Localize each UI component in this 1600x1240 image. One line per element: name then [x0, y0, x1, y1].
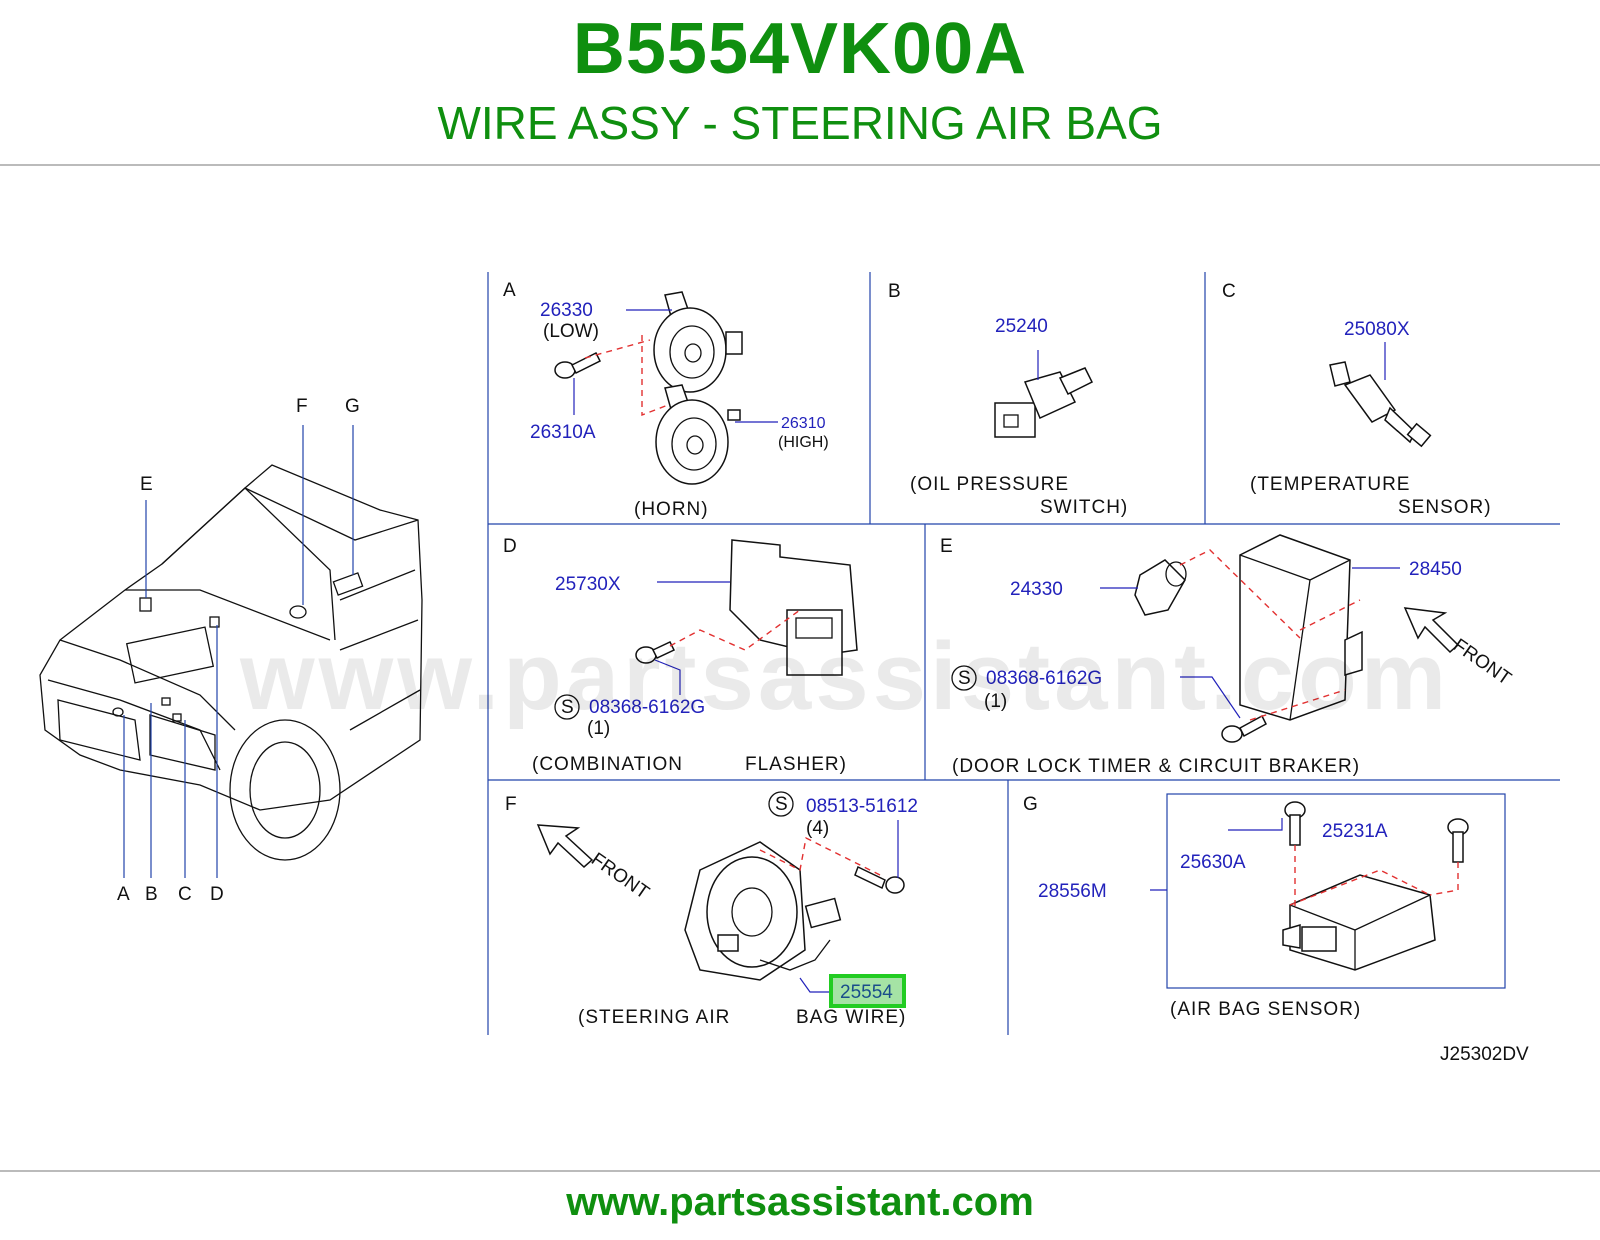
- flasher-bracket-part: [635, 539, 858, 676]
- section-a-letter: A: [503, 280, 516, 301]
- part-number-title: B5554VK00A: [572, 9, 1028, 89]
- section-b-oil-pressure-switch: B 25240 (OIL PRESSURE SWITCH): [888, 281, 1128, 518]
- s-mark-e: S: [958, 668, 971, 689]
- part-25554-label[interactable]: 25554: [840, 982, 893, 1003]
- vehicle-label-c: C: [178, 884, 192, 905]
- section-g-caption: (AIR BAG SENSOR): [1170, 999, 1361, 1020]
- part-26330-note: (LOW): [543, 321, 599, 342]
- section-e-caption: (DOOR LOCK TIMER & CIRCUIT BRAKER): [952, 756, 1360, 777]
- screw-e-part: [1221, 714, 1267, 743]
- air-bag-sensor-part: [1282, 801, 1469, 971]
- section-d-caption-1: (COMBINATION: [532, 754, 683, 775]
- part-08368-6162g-d-qty: (1): [587, 718, 610, 739]
- section-b-caption-1: (OIL PRESSURE: [910, 474, 1069, 495]
- s-mark-f: S: [775, 794, 788, 815]
- vehicle-label-d: D: [210, 884, 224, 905]
- header-divider: [0, 164, 1600, 166]
- part-26330-label: 26330: [540, 300, 593, 321]
- section-c-temperature-sensor: C 25080X (TEMPERATURE SENSOR): [1222, 281, 1492, 518]
- section-a-caption: (HORN): [634, 499, 709, 520]
- section-c-caption-2: SENSOR): [1398, 497, 1492, 518]
- part-25080x-label: 25080X: [1344, 319, 1410, 340]
- section-d-letter: D: [503, 536, 517, 557]
- section-f-caption-1: (STEERING AIR: [578, 1007, 730, 1028]
- part-25231a-label: 25231A: [1322, 821, 1388, 842]
- page-header: B5554VK00A WIRE ASSY - STEERING AIR BAG: [0, 0, 1600, 168]
- footer-divider: [0, 1170, 1600, 1172]
- part-08368-6162g-e-label: 08368-6162G: [986, 668, 1102, 689]
- horn-bolt: [554, 351, 602, 379]
- relay-24330-part: [1134, 559, 1187, 616]
- horn-high: [655, 384, 741, 485]
- section-e-letter: E: [940, 536, 953, 557]
- front-label-f: FRONT: [587, 849, 653, 904]
- watermark: www.partsassistant.com: [240, 623, 1451, 730]
- front-arrow-f: [536, 824, 594, 869]
- highlight-box-25554: [829, 974, 906, 1008]
- diagram-code: J25302DV: [1440, 1044, 1529, 1065]
- section-f-caption-2: BAG WIRE): [796, 1007, 906, 1028]
- s-mark-d: S: [561, 697, 574, 718]
- part-26310-note: (HIGH): [778, 434, 829, 451]
- parts-diagram: E F G A B C D A: [39, 272, 1560, 1065]
- air-bag-sensor-frame: [1166, 793, 1506, 989]
- vehicle-label-f: F: [296, 396, 308, 417]
- section-f-letter: F: [505, 794, 517, 815]
- section-g-air-bag-sensor: G 25630A 25231A 28556M (AIR BAG SENSOR): [1023, 793, 1506, 1020]
- s-mark-e-circle: [951, 665, 977, 691]
- truck-drawing: [39, 464, 423, 861]
- vehicle-overview: E F G A B C D: [39, 396, 423, 905]
- section-g-letter: G: [1023, 794, 1038, 815]
- part-25240-label: 25240: [995, 316, 1048, 337]
- vehicle-label-b: B: [145, 884, 158, 905]
- part-25630a-label: 25630A: [1180, 852, 1246, 873]
- front-arrow-e: [1403, 607, 1460, 654]
- part-name-subtitle: WIRE ASSY - STEERING AIR BAG: [437, 97, 1163, 149]
- section-b-caption-2: SWITCH): [1040, 497, 1128, 518]
- section-f-steering-air-bag-wire: F FRONT S 08513-51612 (4) 25554 (STEERIN…: [505, 791, 918, 1028]
- horn-low: [653, 291, 743, 393]
- oil-pressure-switch-part: [994, 367, 1094, 438]
- vehicle-leader-lines: [123, 425, 354, 878]
- vehicle-label-g: G: [345, 396, 360, 417]
- s-mark-d-circle: [554, 694, 580, 720]
- part-25730x-label: 25730X: [555, 574, 621, 595]
- timer-box-part: [1239, 534, 1363, 721]
- section-d-combination-flasher: D 25730X S 08368-6162G (1) (COMBINATION …: [503, 536, 858, 775]
- section-a-horn: A 26330 (LOW) 26310A 26310 (HIGH) (HORN): [503, 280, 829, 520]
- part-28556m-label: 28556M: [1038, 881, 1107, 902]
- part-24330-label: 24330: [1010, 579, 1063, 600]
- section-b-letter: B: [888, 281, 901, 302]
- temperature-sensor-part: [1329, 361, 1432, 448]
- section-e-door-lock-timer: E 24330 28450 S 08368-6162G (1) FRONT (D…: [940, 534, 1515, 777]
- s-mark-f-circle: [768, 791, 794, 817]
- vehicle-label-e: E: [140, 474, 153, 495]
- part-08368-6162g-d-label: 08368-6162G: [589, 697, 705, 718]
- section-c-letter: C: [1222, 281, 1236, 302]
- part-08513-51612-label: 08513-51612: [806, 796, 918, 817]
- clock-spring-part: [684, 841, 842, 981]
- part-08368-6162g-e-qty: (1): [984, 691, 1007, 712]
- part-08513-51612-qty: (4): [806, 818, 829, 839]
- part-28450-label: 28450: [1409, 559, 1462, 580]
- part-26310-label: 26310: [781, 415, 826, 432]
- section-d-caption-2: FLASHER): [745, 754, 847, 775]
- footer-url-link[interactable]: www.partsassistant.com: [566, 1180, 1034, 1224]
- screw-f-part: [854, 865, 905, 894]
- section-grid: [487, 272, 1560, 1035]
- part-26310a-label: 26310A: [530, 422, 596, 443]
- vehicle-label-a: A: [117, 884, 130, 905]
- section-c-caption-1: (TEMPERATURE: [1250, 474, 1410, 495]
- front-label-e: FRONT: [1449, 635, 1515, 690]
